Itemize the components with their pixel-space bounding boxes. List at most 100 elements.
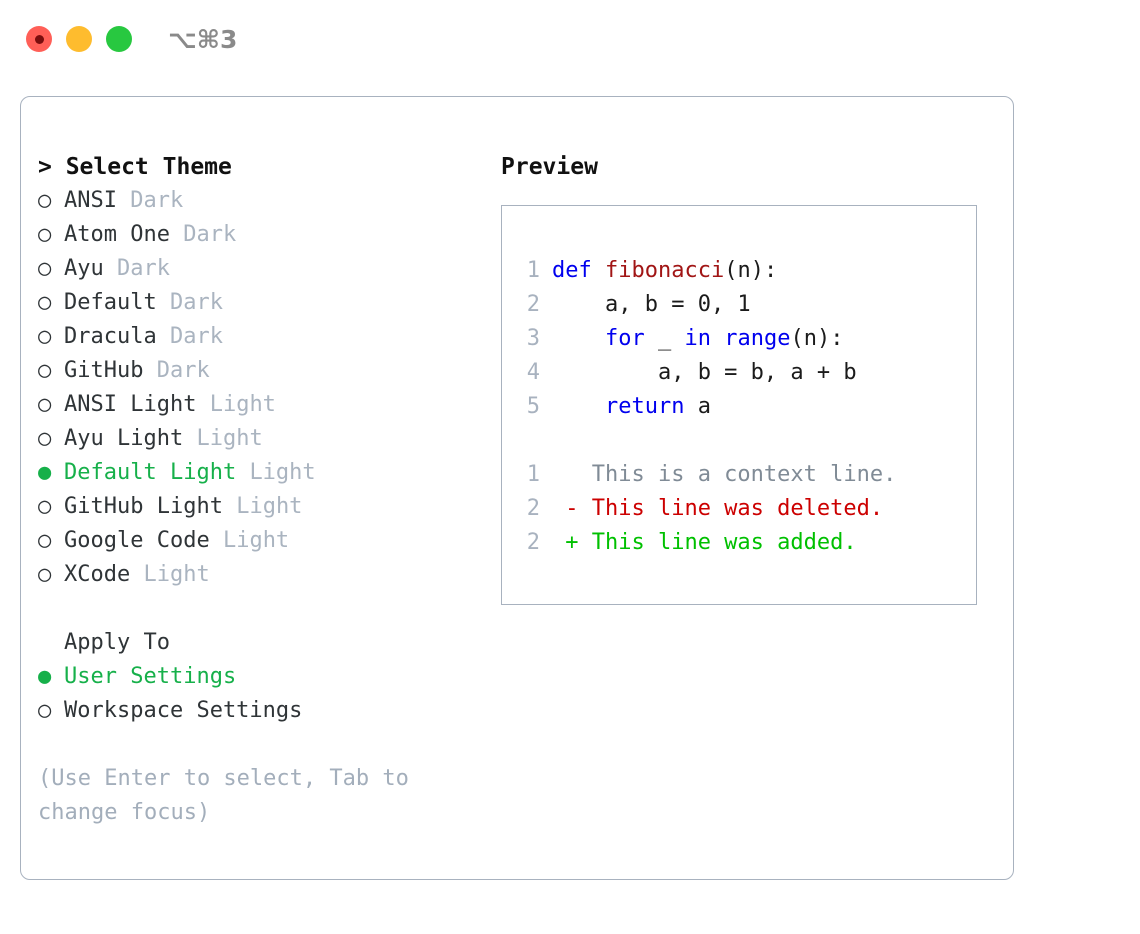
radio-unselected-icon[interactable]: ○ bbox=[38, 562, 52, 587]
label-badge-spacer bbox=[210, 524, 223, 558]
token-kw: in bbox=[684, 326, 711, 351]
theme-option-label: Ayu Light bbox=[64, 426, 184, 451]
token-add: + This line was added. bbox=[552, 530, 857, 555]
theme-picker-dialog: > Select Theme ○ANSI Dark○Atom One Dark○… bbox=[20, 96, 1014, 880]
theme-option-github[interactable]: ○GitHub Dark bbox=[38, 354, 498, 388]
maximize-window-icon[interactable] bbox=[106, 26, 132, 52]
theme-option-label: GitHub bbox=[64, 358, 144, 383]
apply-to-label: Apply To bbox=[64, 630, 170, 655]
traffic-light-group bbox=[26, 26, 132, 52]
theme-variant-badge: Light bbox=[249, 460, 316, 485]
theme-variant-badge: Dark bbox=[117, 256, 170, 281]
theme-variant-badge: Dark bbox=[169, 324, 223, 349]
theme-option-google-code[interactable]: ○ Google Code Light bbox=[38, 524, 498, 558]
label-badge-spacer bbox=[130, 558, 143, 592]
token-kw: return bbox=[604, 394, 685, 419]
theme-variant-badge: Light bbox=[222, 528, 290, 553]
radio-unselected-icon[interactable]: ○ bbox=[38, 256, 52, 281]
code-line: 2 a, b = 0, 1 bbox=[514, 288, 976, 322]
code-line: 4 a, b = b, a + b bbox=[514, 356, 976, 390]
line-number: 1 bbox=[526, 462, 540, 487]
token-plain: (n): bbox=[790, 326, 844, 351]
theme-option-label: XCode bbox=[64, 562, 131, 587]
line-content: return a bbox=[552, 390, 711, 424]
diff-line: 2 - This line was deleted. bbox=[514, 492, 976, 526]
theme-option-atom-one[interactable]: ○ Atom One Dark bbox=[38, 218, 498, 252]
line-content: - This line was deleted. bbox=[552, 492, 883, 526]
minimize-window-icon[interactable] bbox=[66, 26, 92, 52]
token-plain bbox=[552, 394, 605, 419]
theme-option-github-light[interactable]: ○GitHub Light Light bbox=[38, 490, 498, 524]
radio-selected-icon[interactable]: ● bbox=[38, 460, 52, 485]
token-plain: a, b = b, a + b bbox=[552, 360, 857, 385]
radio-unselected-icon[interactable]: ○ bbox=[38, 392, 52, 417]
theme-variant-badge: Light bbox=[196, 426, 263, 451]
label-badge-spacer bbox=[117, 184, 130, 218]
code-line: 5 return a bbox=[514, 390, 976, 424]
apply-to-option-label: Workspace Settings bbox=[64, 698, 303, 723]
radio-unselected-icon[interactable]: ○ bbox=[38, 222, 52, 247]
preview-title: Preview bbox=[501, 154, 598, 180]
theme-option-default-light[interactable]: ● Default Light Light bbox=[38, 456, 498, 490]
keyboard-hint-text: (Use Enter to select, Tab to change focu… bbox=[38, 766, 423, 825]
radio-unselected-icon[interactable]: ○ bbox=[38, 324, 52, 349]
line-content: + This line was added. bbox=[552, 526, 857, 560]
title-bar: ⌥⌘3 bbox=[0, 0, 1140, 78]
theme-option-label: Default bbox=[64, 290, 157, 315]
theme-option-list: ○ ANSI Dark ○ Atom One Dark ○ Ayu Dark ○ Defaul… bbox=[38, 184, 498, 592]
theme-option-default[interactable]: ○ Default Dark bbox=[38, 286, 498, 320]
theme-option-label: Ayu bbox=[64, 256, 104, 281]
apply-to-option-user-settings[interactable]: ● User Settings bbox=[38, 660, 498, 694]
diff-line: 2 + This line was added. bbox=[514, 526, 976, 560]
radio-unselected-icon[interactable]: ○ bbox=[38, 698, 52, 723]
theme-option-label: Atom One bbox=[64, 222, 170, 247]
radio-unselected-icon[interactable]: ○ bbox=[38, 426, 52, 451]
label-badge-spacer bbox=[183, 422, 196, 456]
theme-option-label: ANSI bbox=[64, 188, 117, 213]
radio-unselected-icon[interactable]: ○ bbox=[38, 188, 52, 213]
theme-option-ansi-light[interactable]: ○ANSI Light Light bbox=[38, 388, 498, 422]
close-window-icon[interactable] bbox=[26, 26, 52, 52]
token-kw: for bbox=[604, 326, 645, 351]
theme-option-ayu[interactable]: ○ Ayu Dark bbox=[38, 252, 498, 286]
theme-variant-badge: Light bbox=[236, 494, 303, 519]
radio-unselected-icon[interactable]: ○ bbox=[38, 358, 52, 383]
token-plain: a bbox=[684, 394, 711, 419]
line-number: 4 bbox=[526, 360, 540, 385]
theme-selection-column: > Select Theme ○ANSI Dark○Atom One Dark○… bbox=[38, 150, 498, 830]
apply-to-option-workspace-settings[interactable]: ○ Workspace Settings bbox=[38, 694, 498, 728]
theme-option-label: Google Code bbox=[64, 528, 210, 553]
section-spacer bbox=[38, 592, 498, 626]
radio-unselected-icon[interactable]: ○ bbox=[38, 528, 52, 553]
theme-option-ansi[interactable]: ○ANSI Dark bbox=[38, 184, 498, 218]
theme-option-label: Default Light bbox=[64, 460, 237, 485]
theme-variant-badge: Dark bbox=[169, 290, 223, 315]
theme-option-xcode[interactable]: ○ XCode Light bbox=[38, 558, 498, 592]
code-diff-spacer bbox=[514, 424, 976, 458]
apply-to-option-label: User Settings bbox=[64, 664, 237, 689]
radio-selected-icon[interactable]: ● bbox=[38, 664, 52, 689]
line-number: 2 bbox=[526, 292, 540, 317]
radio-unselected-icon[interactable]: ○ bbox=[38, 494, 52, 519]
theme-variant-badge: Light bbox=[143, 562, 210, 587]
token-del: - This line was deleted. bbox=[552, 496, 884, 521]
theme-option-ayu-light[interactable]: ○ Ayu Light Light bbox=[38, 422, 498, 456]
theme-variant-badge: Dark bbox=[183, 222, 237, 247]
theme-option-dracula[interactable]: ○Dracula Dark bbox=[38, 320, 498, 354]
radio-unselected-icon[interactable]: ○ bbox=[38, 290, 52, 315]
token-kw: def bbox=[552, 258, 605, 283]
diff-sample: 1 This is a context line.2 - This line w… bbox=[514, 458, 976, 560]
line-content: a, b = 0, 1 bbox=[552, 288, 751, 322]
label-badge-spacer bbox=[170, 218, 183, 252]
line-number: 1 bbox=[526, 258, 540, 283]
token-plain bbox=[552, 326, 605, 351]
line-number: 2 bbox=[526, 496, 540, 521]
label-badge-spacer bbox=[157, 320, 170, 354]
label-badge-spacer bbox=[236, 456, 249, 490]
label-badge-spacer bbox=[143, 354, 156, 388]
theme-option-label: ANSI Light bbox=[64, 392, 197, 417]
